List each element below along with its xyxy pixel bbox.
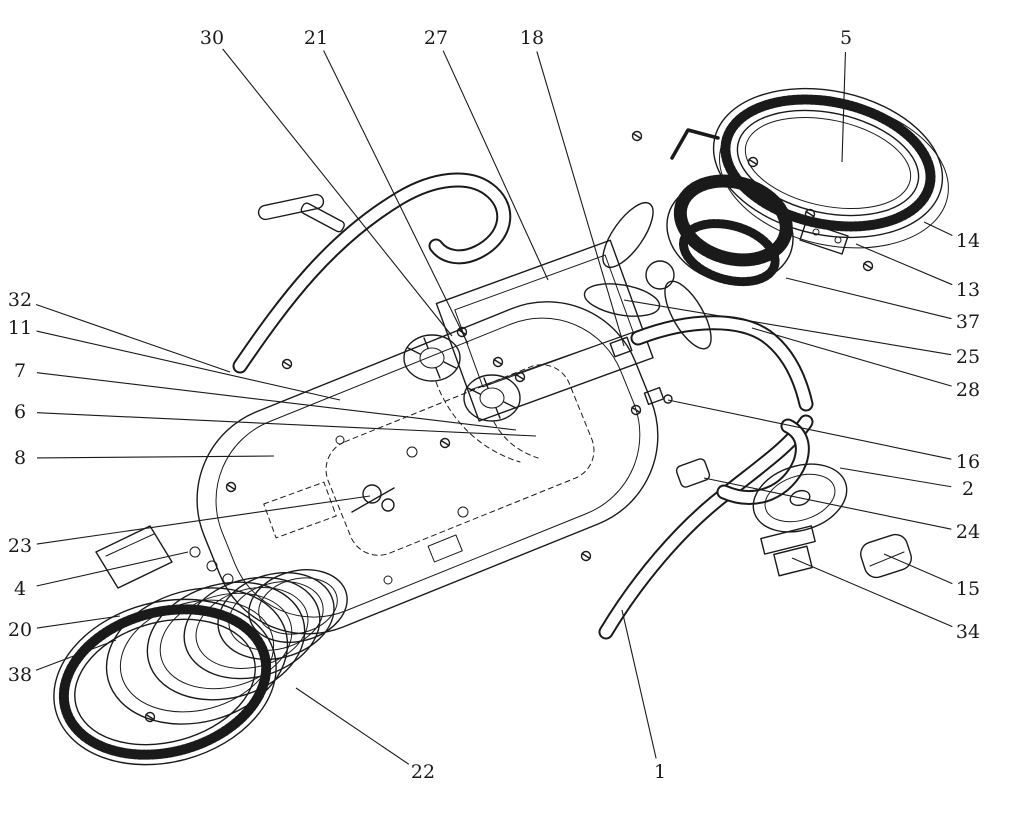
callout-label-27: 27 bbox=[424, 27, 448, 49]
callout-label-38: 38 bbox=[8, 664, 32, 686]
callout-leader-line-25 bbox=[623, 299, 952, 356]
callout-leader-line-38 bbox=[35, 639, 117, 671]
callout-label-32: 32 bbox=[8, 289, 32, 311]
callout-label-34: 34 bbox=[956, 621, 980, 643]
callout-label-5: 5 bbox=[840, 27, 852, 49]
callout-leader-line-23 bbox=[36, 495, 371, 545]
callout-leader-line-27 bbox=[442, 50, 549, 281]
latch-18 bbox=[609, 336, 633, 358]
callout-label-37: 37 bbox=[956, 311, 980, 333]
main-deck bbox=[189, 301, 659, 635]
callout-leader-line-13 bbox=[855, 243, 953, 286]
callout-label-24: 24 bbox=[956, 521, 980, 543]
clamp-knob-left bbox=[403, 334, 461, 382]
callout-label-6: 6 bbox=[14, 401, 26, 423]
callout-leader-line-5 bbox=[841, 51, 847, 163]
callout-label-20: 20 bbox=[8, 619, 32, 641]
callout-leader-line-11 bbox=[36, 330, 341, 401]
clamp-knob-right bbox=[463, 374, 521, 422]
axle-bracket bbox=[760, 525, 816, 577]
callout-leader-line-4 bbox=[36, 551, 189, 587]
handle-tube-left bbox=[232, 172, 512, 374]
callout-label-4: 4 bbox=[14, 578, 26, 600]
pad-ring-stack bbox=[53, 569, 348, 766]
callout-label-18: 18 bbox=[520, 27, 544, 49]
callout-label-21: 21 bbox=[304, 27, 328, 49]
callout-leader-line-24 bbox=[703, 477, 952, 530]
knob-guide-dashed-2 bbox=[493, 421, 539, 459]
side-bracket bbox=[95, 525, 173, 589]
console-box bbox=[435, 239, 654, 422]
callout-leader-line-8 bbox=[36, 455, 275, 459]
callout-leader-line-37 bbox=[785, 277, 952, 320]
callout-leader-line-32 bbox=[35, 304, 231, 373]
machine-drawing bbox=[53, 87, 949, 766]
callout-leader-line-20 bbox=[36, 615, 121, 629]
latch-16 bbox=[643, 386, 673, 406]
pulley-assembly bbox=[351, 484, 395, 513]
callout-label-7: 7 bbox=[14, 360, 26, 382]
flywheel-ring bbox=[712, 87, 949, 249]
callout-label-22: 22 bbox=[411, 761, 435, 783]
callout-leader-line-30 bbox=[222, 48, 453, 337]
callout-label-23: 23 bbox=[8, 535, 32, 557]
ring-bracket bbox=[799, 221, 849, 255]
callout-layer: 30 21 27 18 5 14 13 37 25 28 16 2 24 15 34 32 11 7 6 8 23 4 20… bbox=[8, 27, 980, 783]
callout-label-30: 30 bbox=[200, 27, 224, 49]
callout-leader-line-34 bbox=[791, 557, 953, 628]
motor-assembly bbox=[666, 174, 794, 287]
callout-label-14: 14 bbox=[956, 230, 980, 252]
transport-wheel bbox=[752, 463, 848, 533]
callout-label-15: 15 bbox=[956, 578, 980, 600]
fan-blades bbox=[583, 202, 712, 350]
callout-leader-line-16 bbox=[667, 399, 952, 460]
callout-leader-line-28 bbox=[751, 327, 952, 387]
callout-leader-line-22 bbox=[295, 687, 410, 765]
knob-guide-dashed bbox=[435, 381, 521, 463]
caster-block bbox=[675, 458, 711, 488]
t-handle bbox=[257, 193, 345, 233]
hex-wrench bbox=[670, 128, 720, 160]
callout-leader-line-15 bbox=[883, 553, 953, 585]
callout-label-16: 16 bbox=[956, 451, 980, 473]
callout-leader-line-21 bbox=[323, 50, 469, 345]
callout-leader-line-6 bbox=[36, 412, 537, 437]
callout-leader-line-18 bbox=[536, 51, 625, 347]
callout-label-25: 25 bbox=[956, 346, 980, 368]
callout-label-13: 13 bbox=[956, 279, 980, 301]
callout-leader-line-14 bbox=[923, 221, 953, 236]
callout-label-11: 11 bbox=[8, 317, 32, 339]
callout-leader-line-7 bbox=[36, 372, 517, 431]
callout-label-1: 1 bbox=[654, 761, 666, 783]
callout-leader-line-2 bbox=[839, 467, 952, 488]
handle-tube-right bbox=[598, 414, 814, 640]
callout-leader-line-1 bbox=[621, 609, 657, 759]
callout-label-28: 28 bbox=[956, 379, 980, 401]
wheel-cap bbox=[860, 533, 912, 579]
handle-tube-upper-right bbox=[630, 315, 814, 412]
callout-label-2: 2 bbox=[962, 478, 974, 500]
callout-label-8: 8 bbox=[14, 447, 26, 469]
